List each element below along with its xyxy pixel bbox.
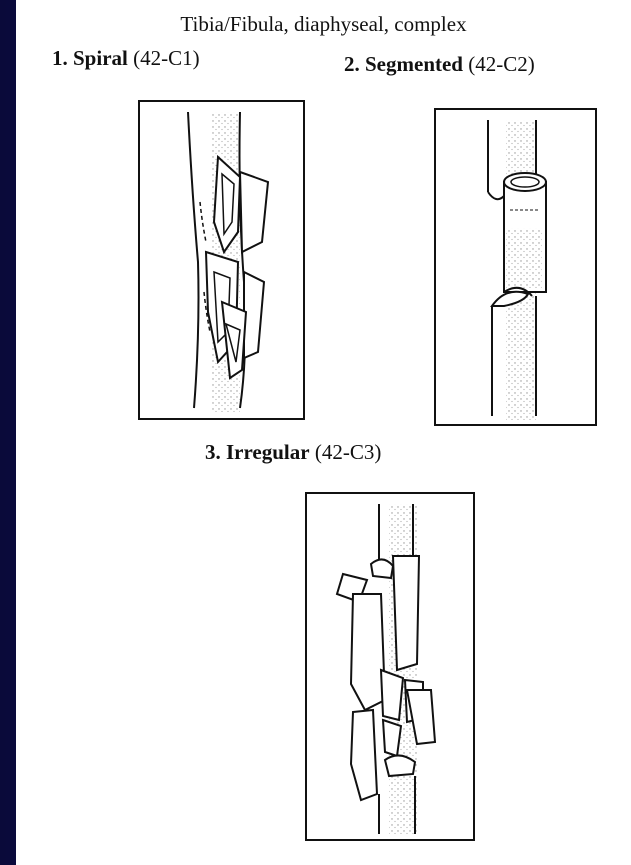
irregular-fracture-illustration <box>305 492 475 841</box>
type-name-irregular: 3. Irregular <box>205 440 310 464</box>
type-label-segmented: 2. Segmented (42-C2) <box>344 52 535 77</box>
type-label-spiral: 1. Spiral (42-C1) <box>52 46 200 71</box>
type-label-irregular: 3. Irregular (42-C3) <box>205 440 381 465</box>
diagram-title: Tibia/Fibula, diaphyseal, complex <box>16 12 631 37</box>
type-name-segmented: 2. Segmented <box>344 52 463 76</box>
type-code-spiral: (42-C1) <box>133 46 200 70</box>
type-code-irregular: (42-C3) <box>315 440 382 464</box>
segmented-fracture-illustration <box>434 108 597 426</box>
type-code-segmented: (42-C2) <box>468 52 535 76</box>
type-name-spiral: 1. Spiral <box>52 46 128 70</box>
spiral-fracture-illustration <box>138 100 305 420</box>
slide: Tibia/Fibula, diaphyseal, complex 1. Spi… <box>16 0 631 865</box>
